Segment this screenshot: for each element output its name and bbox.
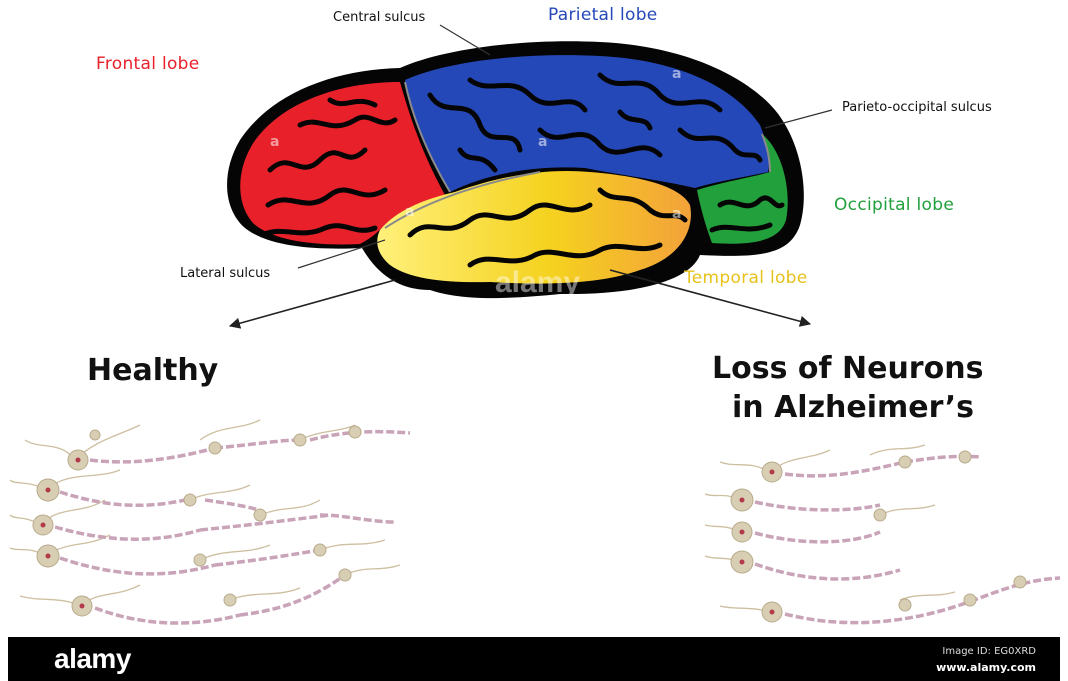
occipital-lobe-label: Occipital lobe: [834, 195, 954, 215]
central-sulcus-label: Central sulcus: [333, 10, 425, 25]
alzheimers-heading-line2: in Alzheimer’s: [732, 388, 974, 428]
svg-text:a: a: [538, 134, 547, 150]
healthy-heading: Healthy: [87, 351, 218, 391]
alzheimers-neuron-network: [705, 445, 1060, 623]
watermark-text: alamy: [495, 266, 580, 299]
arrow-to-healthy: [230, 280, 395, 326]
svg-text:a: a: [672, 66, 681, 82]
temporal-lobe-label: Temporal lobe: [684, 268, 808, 288]
parietal-lobe-label: Parietal lobe: [548, 5, 658, 25]
frontal-lobe-label: Frontal lobe: [96, 54, 200, 74]
parieto-occipital-sulcus-label: Parieto-occipital sulcus: [842, 100, 992, 115]
lateral-sulcus-label: Lateral sulcus: [180, 266, 270, 281]
alamy-logo: alamy: [54, 643, 131, 675]
svg-text:a: a: [672, 206, 681, 222]
healthy-neuron-network: [10, 420, 410, 623]
watermark-footer: alamy Image ID: EG0XRD www.alamy.com: [8, 637, 1060, 681]
alzheimers-heading-line1: Loss of Neurons: [712, 349, 983, 389]
image-id-text: Image ID: EG0XRD: [942, 646, 1036, 657]
svg-text:a: a: [270, 134, 279, 150]
svg-text:a: a: [405, 204, 414, 220]
site-url-text: www.alamy.com: [936, 661, 1036, 674]
